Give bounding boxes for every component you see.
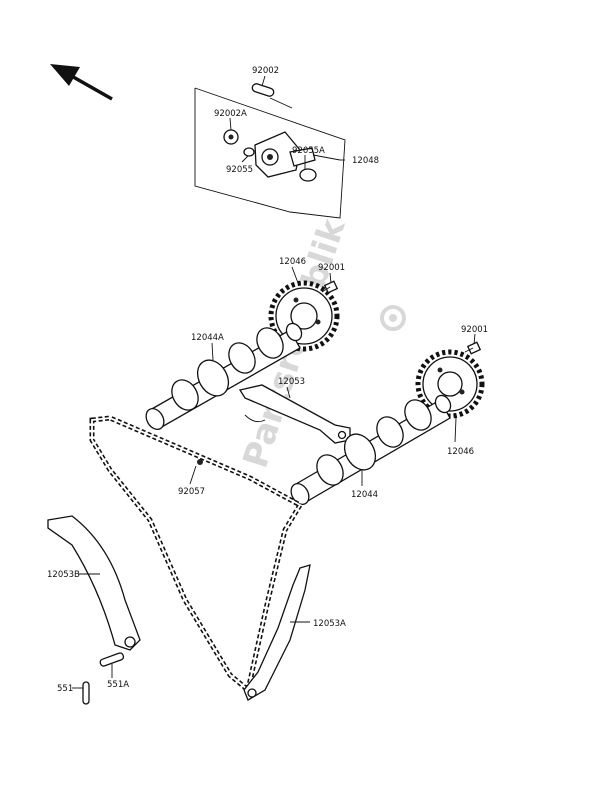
tensioner-body (254, 131, 316, 178)
pin-551A (99, 652, 125, 667)
pin-551 (82, 681, 90, 705)
label-92055A: 92055A (292, 146, 325, 156)
oring-92055 (243, 147, 255, 157)
leader-lines (72, 75, 476, 689)
camshaft-12044A (145, 322, 303, 430)
direction-arrow-icon (50, 64, 113, 101)
chain-guide-12053B (47, 515, 141, 651)
label-92001-upper: 92001 (318, 263, 345, 273)
label-551A: 551A (107, 680, 129, 690)
label-12053B: 12053B (47, 570, 80, 580)
camshaft-12044 (290, 394, 452, 505)
label-92002: 92002 (252, 66, 279, 76)
watermark-gear-icon (380, 305, 406, 331)
label-551: 551 (57, 684, 73, 694)
label-12048: 12048 (352, 156, 379, 166)
bolt-92001-upper (321, 280, 339, 294)
label-12046-lower: 12046 (447, 447, 474, 457)
part-labels: 92002 92002A 92055 92055A 12048 12046 92… (47, 66, 488, 694)
label-12044A: 12044A (191, 333, 224, 343)
label-12044: 12044 (351, 490, 378, 500)
label-12053: 12053 (278, 377, 305, 387)
chain-guide-12053A (243, 564, 311, 701)
label-92057: 92057 (178, 487, 205, 497)
label-92001-lower: 92001 (461, 325, 488, 335)
bolt-92001-lower (464, 341, 482, 355)
oring-92055A (299, 168, 317, 182)
tensioner-assembly (194, 83, 346, 219)
label-12046-upper: 12046 (279, 257, 306, 267)
plug-92002A (223, 129, 239, 145)
label-92055: 92055 (226, 165, 253, 175)
label-12053A: 12053A (313, 619, 346, 629)
pin-92002 (251, 83, 293, 109)
label-92002A: 92002A (214, 109, 247, 119)
